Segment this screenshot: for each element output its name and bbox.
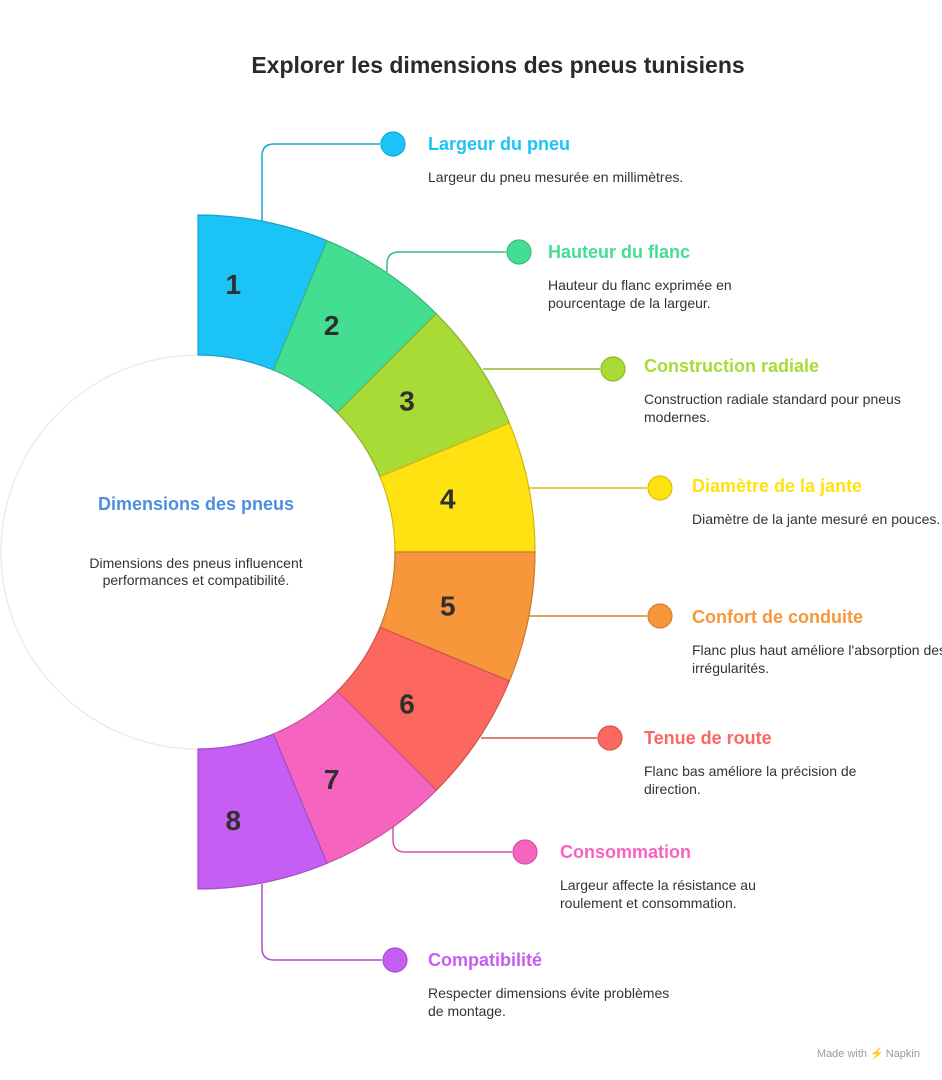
- item-description: Hauteur du flanc exprimée en pourcentage…: [548, 277, 732, 311]
- center-circle: [0, 354, 396, 750]
- segment-number: 7: [324, 764, 340, 795]
- center-description: Dimensions des pneus influencent perform…: [89, 555, 303, 588]
- segment-number: 2: [324, 310, 340, 341]
- connector-dot: [512, 839, 538, 865]
- item-title: Diamètre de la jante: [692, 476, 863, 496]
- item-title: Confort de conduite: [692, 607, 863, 627]
- item-description: Construction radiale standard pour pneus…: [644, 391, 901, 425]
- footer-brand: Napkin: [885, 1048, 920, 1060]
- item-description: Diamètre de la jante mesuré en pouces.: [692, 511, 941, 527]
- segment-number: 1: [225, 269, 241, 300]
- connector-dot: [382, 947, 408, 973]
- item-description: Respecter dimensions évite problèmes de …: [428, 985, 670, 1019]
- item-title: Hauteur du flanc: [548, 242, 691, 262]
- segment-8: [197, 733, 328, 890]
- item-title: Construction radiale: [644, 356, 820, 376]
- item-title: Consommation: [560, 842, 692, 862]
- connector-line: [386, 251, 506, 272]
- connector-line: [261, 884, 382, 961]
- item-description: Flanc bas améliore la précision de direc…: [644, 763, 857, 797]
- connector-dot: [380, 131, 406, 157]
- segment-number: 8: [225, 805, 241, 836]
- item-description: Largeur affecte la résistance au rouleme…: [560, 877, 756, 911]
- item-title: Compatibilité: [428, 950, 543, 970]
- center-title: Dimensions des pneus: [97, 494, 295, 514]
- segment-number: 4: [440, 484, 456, 515]
- connector-dot: [647, 603, 673, 629]
- item-description: Flanc plus haut améliore l'absorption de…: [692, 642, 942, 676]
- page-title: Explorer les dimensions des pneus tunisi…: [251, 52, 745, 78]
- item-title: Tenue de route: [644, 728, 772, 748]
- footer-made-with: Made with: [816, 1048, 868, 1060]
- connector-line: [261, 143, 380, 222]
- connector-line: [392, 825, 512, 853]
- item-title: Largeur du pneu: [428, 134, 571, 154]
- segment-number: 3: [399, 385, 415, 416]
- connector-dot: [597, 725, 623, 751]
- napkin-logo-icon: ⚡: [870, 1048, 884, 1060]
- segment-number: 6: [399, 689, 415, 720]
- connector-dot: [600, 356, 626, 382]
- connector-dot: [647, 475, 673, 501]
- connector-dot: [506, 239, 532, 265]
- item-description: Largeur du pneu mesurée en millimètres.: [428, 169, 684, 185]
- footer: Made with⚡Napkin: [817, 1047, 920, 1060]
- segment-number: 5: [440, 590, 456, 621]
